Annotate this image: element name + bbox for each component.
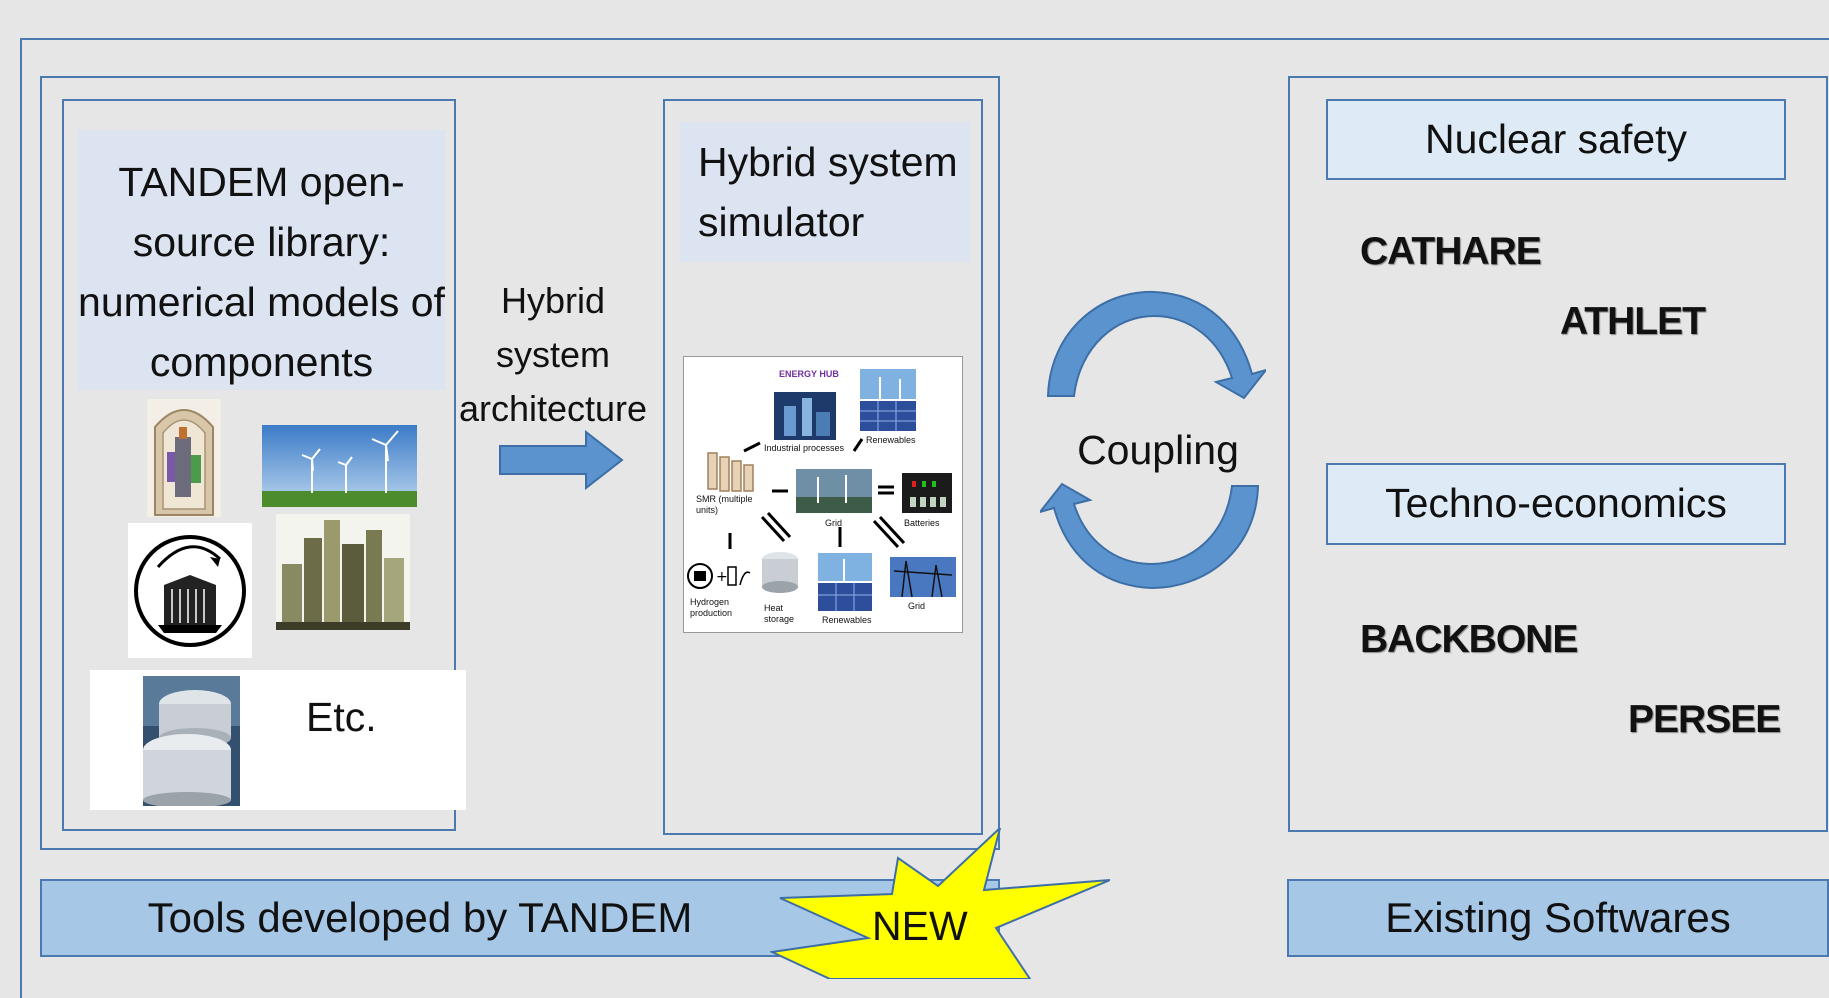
right-arrow-icon bbox=[499, 430, 624, 490]
coupling-label: Coupling bbox=[1077, 427, 1239, 473]
smr-image bbox=[707, 452, 754, 492]
renewables-top-label: Renewables bbox=[866, 435, 916, 445]
grid-mid-image bbox=[796, 469, 872, 513]
existing-softwares-bar: Existing Softwares bbox=[1287, 879, 1829, 957]
industrial-image bbox=[774, 392, 836, 440]
batteries-image bbox=[902, 473, 952, 513]
nuclear-safety-header: Nuclear safety bbox=[1326, 99, 1786, 180]
grid-bottom-label: Grid bbox=[908, 601, 926, 611]
heat-storage-label: Heat storage bbox=[764, 603, 795, 624]
hub-connectors bbox=[728, 438, 906, 549]
smr-label: SMR (multiple units) bbox=[696, 494, 753, 515]
cathare-label: CATHARE bbox=[1360, 230, 1542, 273]
svg-text:+: + bbox=[716, 569, 728, 585]
reactor-image bbox=[147, 399, 221, 517]
storage-tanks-image bbox=[143, 676, 240, 806]
renewables-bottom-image bbox=[818, 553, 872, 611]
persee-label: PERSEE bbox=[1628, 698, 1781, 741]
library-panel bbox=[62, 99, 456, 831]
techno-economics-header: Techno-economics bbox=[1326, 463, 1786, 545]
architecture-label: Hybrid system architecture bbox=[458, 280, 648, 429]
hydrogen-label: Hydrogen production bbox=[690, 597, 733, 618]
backbone-label: BACKBONE bbox=[1360, 618, 1578, 661]
storage-building-icon bbox=[128, 523, 252, 658]
renewables-top-image bbox=[860, 369, 916, 431]
batteries-label: Batteries bbox=[904, 518, 940, 528]
new-burst-icon bbox=[770, 828, 1110, 979]
etc-label: Etc. bbox=[306, 694, 377, 740]
wind-turbines-image bbox=[262, 425, 417, 507]
simulator-title: Hybrid system simulator bbox=[680, 122, 970, 262]
simulator-panel bbox=[663, 99, 983, 835]
heat-storage-image bbox=[762, 552, 798, 593]
new-badge-label: NEW bbox=[872, 903, 968, 949]
grid-mid-label: Grid bbox=[825, 518, 843, 528]
tandem-tools-group bbox=[40, 76, 1000, 850]
energy-hub-diagram: ENERGY HUB Industrial processes Renewabl… bbox=[683, 356, 963, 633]
grid-bottom-image bbox=[890, 557, 956, 597]
city-buildings-image bbox=[276, 514, 410, 630]
outer-frame bbox=[20, 38, 1829, 998]
athlet-label: ATHLET bbox=[1560, 300, 1706, 343]
existing-softwares-group bbox=[1288, 76, 1828, 832]
renewables-bottom-label: Renewables bbox=[822, 615, 872, 625]
energy-hub-title: ENERGY HUB bbox=[779, 369, 839, 379]
industrial-label: Industrial processes bbox=[764, 443, 845, 453]
hydrogen-image: + bbox=[687, 563, 751, 589]
library-title: TANDEM open-source library: numerical mo… bbox=[78, 130, 445, 390]
coupling-cycle-icon bbox=[1040, 290, 1266, 590]
